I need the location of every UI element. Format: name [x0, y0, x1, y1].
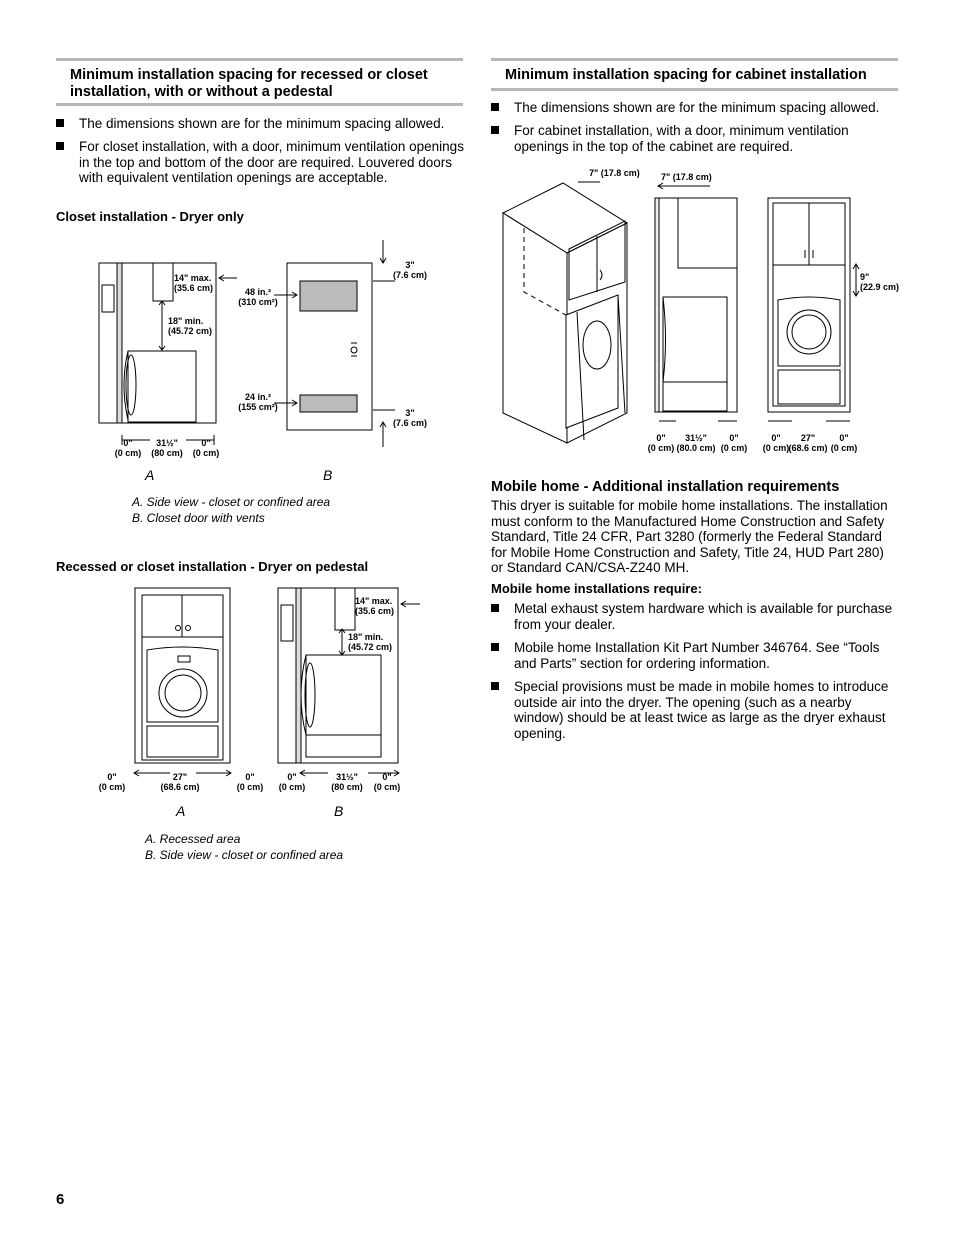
bullet-square-icon [56, 119, 64, 127]
dim-label: 31½"(80.0 cm) [676, 433, 716, 453]
dim-label: 3"(7.6 cm) [392, 260, 427, 280]
heading-rule-bottom-right [491, 88, 898, 91]
dim-label: 9"(22.9 cm) [860, 272, 900, 292]
dim-label: 27"(68.6 cm) [160, 772, 200, 792]
dim-label: 0"(0 cm) [647, 433, 675, 453]
dim-label: 18" min.(45.72 cm) [348, 632, 393, 652]
bullet-square-icon [491, 604, 499, 612]
dim-label: 48 in.²(310 cm²) [238, 287, 278, 307]
section-heading-cabinet: Minimum installation spacing for cabinet… [505, 67, 867, 83]
bullet-square-icon [491, 682, 499, 690]
figure-caption: A. Recessed area B. Side view - closet o… [145, 832, 344, 862]
figure-caption: A. Side view - closet or confined area B… [132, 495, 331, 525]
dim-label: 0"(0 cm) [720, 433, 748, 453]
mobile-home-subheading: Mobile home installations require: [491, 581, 702, 596]
mobile-home-paragraph: This dryer is suitable for mobile home i… [491, 498, 888, 576]
dim-label: 31½"(80 cm) [331, 772, 363, 792]
heading-rule-top-right [491, 58, 898, 61]
figure-letter-a: A [176, 803, 186, 819]
dim-label: 0"(0 cm) [236, 772, 264, 792]
bullet-square-icon [491, 126, 499, 134]
dim-label: 27"(68.6 cm) [788, 433, 828, 453]
dim-label: 7" (17.8 cm) [661, 172, 712, 182]
dim-label: 7" (17.8 cm) [589, 168, 640, 178]
dim-label: 0"(0 cm) [830, 433, 858, 453]
dim-label: 0"(0 cm) [114, 438, 142, 458]
figure-letter-a: A [145, 467, 155, 483]
dim-label: 14" max.(35.6 cm) [174, 273, 214, 293]
figure-letter-b: B [334, 803, 344, 819]
dim-label: 3"(7.6 cm) [392, 408, 427, 428]
heading-rule-bottom-left [56, 103, 463, 106]
dim-label: 24 in.²(155 cm²) [238, 392, 278, 412]
dim-label: 14" max.(35.6 cm) [355, 596, 395, 616]
dim-label: 0"(0 cm) [98, 772, 126, 792]
heading-rule-top-left [56, 58, 463, 61]
bullet-square-icon [491, 643, 499, 651]
bullet-square-icon [491, 103, 499, 111]
figure-title-closet: Closet installation - Dryer only [56, 209, 244, 224]
figure-letter-b: B [323, 467, 333, 483]
section-heading-recessed: Minimum installation spacing for recesse… [70, 67, 428, 100]
bullet-square-icon [56, 142, 64, 150]
dim-label: 0"(0 cm) [373, 772, 401, 792]
section-heading-mobile-home: Mobile home - Additional installation re… [491, 479, 840, 495]
dim-label: 0"(0 cm) [192, 438, 220, 458]
page-number: 6 [56, 1191, 65, 1208]
dim-label: 0"(0 cm) [762, 433, 790, 453]
figure-title-pedestal: Recessed or closet installation - Dryer … [56, 559, 369, 574]
dim-label: 31½"(80 cm) [151, 438, 183, 458]
dim-label: 18" min.(45.72 cm) [168, 316, 213, 336]
dim-label: 0"(0 cm) [278, 772, 306, 792]
